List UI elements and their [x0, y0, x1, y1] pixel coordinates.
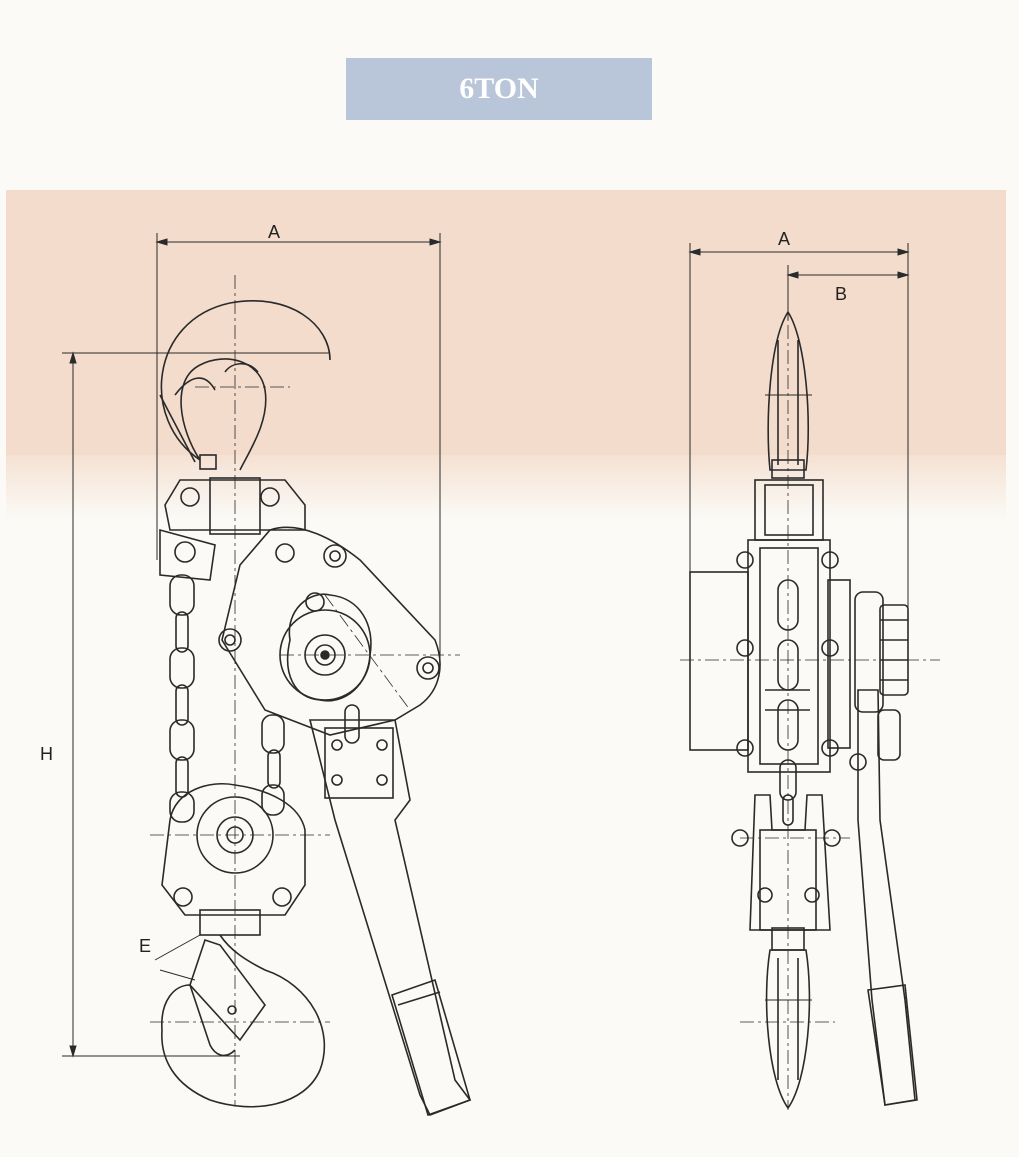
side-lower-block [731, 794, 841, 951]
front-center-lines [150, 275, 460, 1105]
dimension-b-label: B [835, 284, 847, 304]
dimension-e [154, 934, 201, 981]
upper-frame [159, 477, 306, 581]
top-hook [159, 300, 331, 471]
dimension-a-front [155, 233, 442, 660]
side-top-hook [765, 310, 812, 479]
background-band [6, 190, 1006, 455]
bottom-hook [161, 934, 326, 1108]
side-view: A B [680, 229, 940, 1110]
gear-housing [218, 526, 441, 736]
dimension-e-label: E [139, 936, 151, 956]
load-chain-right [261, 714, 285, 816]
dimension-a-front-label: A [268, 222, 280, 242]
side-center-lines [680, 300, 940, 1110]
front-view: A H [40, 222, 472, 1117]
side-lever [849, 689, 918, 1106]
side-chain [779, 759, 797, 826]
background-band-fade [6, 440, 1006, 520]
lever-handle [308, 704, 472, 1117]
title-banner: 6TON [346, 58, 652, 120]
page-title: 6TON [459, 72, 539, 105]
side-gear-wheel [854, 591, 909, 713]
dimension-a-side-label: A [778, 229, 790, 249]
dimension-h [62, 351, 330, 1058]
dimension-a-side [688, 243, 910, 610]
dimension-b [786, 265, 910, 320]
load-chain-left [169, 574, 195, 823]
lower-block [161, 783, 306, 936]
side-frame [689, 479, 851, 773]
side-bottom-hook [765, 949, 812, 1110]
dimension-h-label: H [40, 744, 53, 764]
